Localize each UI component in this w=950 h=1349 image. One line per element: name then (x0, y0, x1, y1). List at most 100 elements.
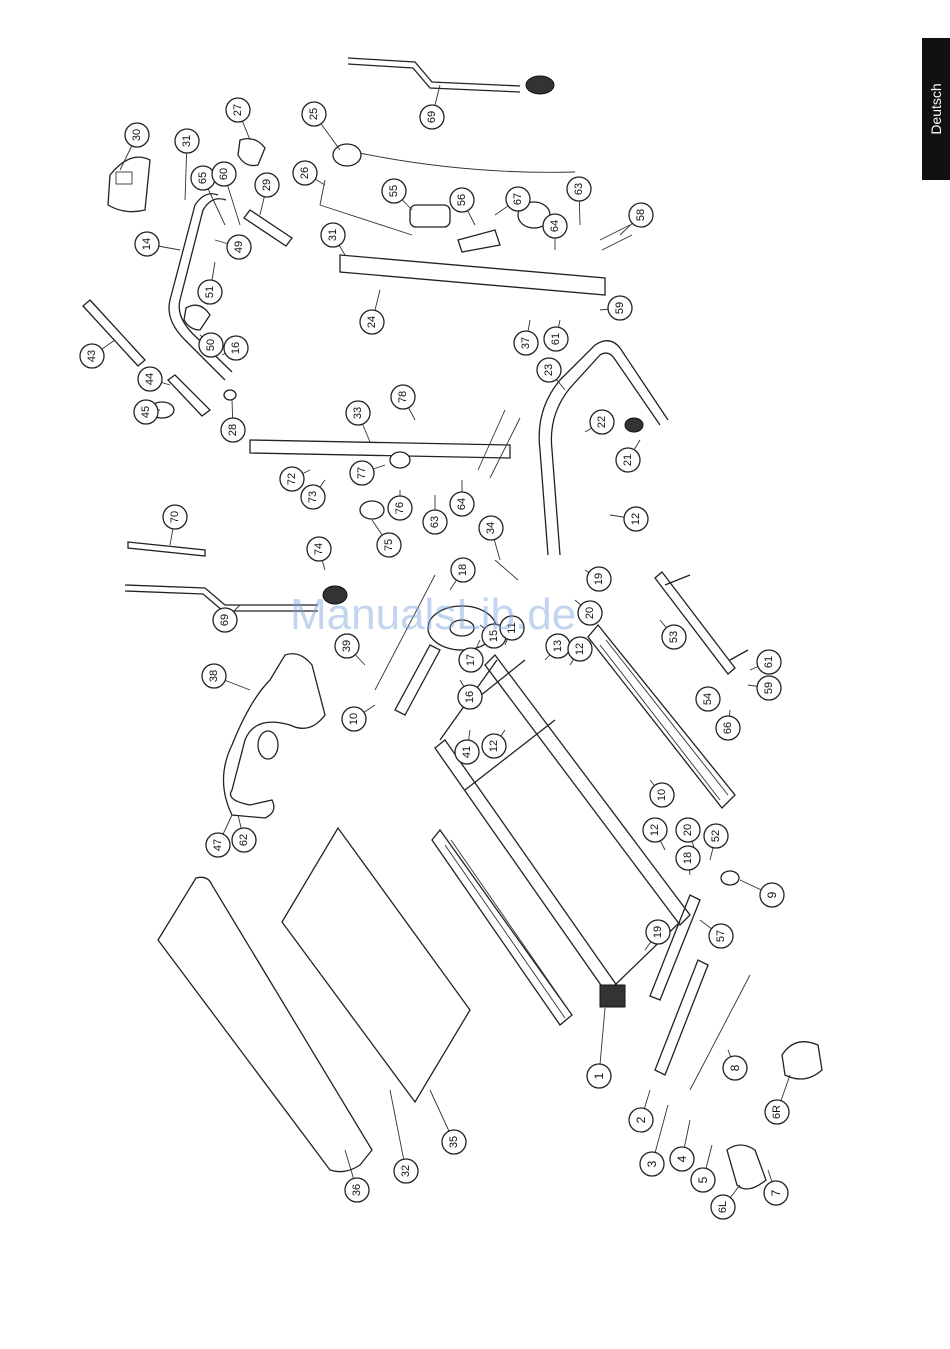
part-middle-crossbar (250, 440, 510, 458)
callout-number: 18 (457, 564, 469, 576)
part-callout: 53 (660, 620, 686, 649)
part-callout: 56 (450, 188, 475, 225)
callout-number: 59 (614, 302, 626, 314)
part-callout: 70 (163, 505, 187, 545)
callout-number: 19 (593, 573, 605, 585)
part-callout: 35 (430, 1090, 466, 1154)
callout-number: 59 (763, 682, 775, 694)
part-callout: 47 (206, 815, 232, 857)
part-callout: 29 (255, 173, 279, 215)
callout-number: 18 (682, 852, 694, 864)
part-callout: 58 (620, 203, 653, 235)
part-callout: 23 (537, 358, 565, 390)
language-tab: Deutsch (922, 38, 950, 180)
part-callout: 28 (221, 400, 245, 442)
part-bottle (410, 205, 450, 227)
callout-number: 72 (286, 473, 298, 485)
part-callout: 9 (740, 880, 784, 907)
callout-number: 75 (383, 539, 395, 551)
part-callout: 13 (545, 634, 570, 660)
part-callout: 18 (450, 558, 475, 590)
part-callout: 60 (212, 162, 240, 225)
callout-number: 25 (308, 108, 320, 120)
callout-number: 38 (208, 670, 220, 682)
part-callout: 69 (213, 605, 240, 632)
part-side-rail-right (588, 625, 735, 808)
part-callout: 33 (346, 401, 370, 442)
callout-number: 55 (388, 185, 400, 197)
callout-number: 50 (205, 339, 217, 351)
part-bar-70 (128, 542, 205, 556)
part-callout: 1 (587, 1008, 611, 1088)
part-callout: 78 (391, 385, 415, 420)
part-callout: 14 (135, 232, 180, 256)
callout-number: 67 (512, 193, 524, 205)
part-side-rail-top (348, 58, 520, 86)
part-callout: 50 (199, 333, 223, 357)
callout-number: 54 (702, 693, 714, 705)
part-callout: 4 (670, 1120, 694, 1171)
callout-number: 77 (356, 467, 368, 479)
part-callout: 63 (423, 495, 447, 534)
callout-number: 33 (352, 407, 364, 419)
callout-number: 10 (656, 789, 668, 801)
callout-number: 29 (261, 179, 273, 191)
part-callout: 37 (514, 320, 538, 355)
callout-number: 22 (596, 416, 608, 428)
part-callout: 76 (388, 490, 412, 520)
callout-number: 27 (232, 104, 244, 116)
callout-number: 31 (327, 229, 339, 241)
part-callout: 22 (585, 410, 614, 434)
callout-number: 21 (622, 454, 634, 466)
callout-number: 20 (584, 607, 596, 619)
part-callout: 10 (650, 780, 674, 807)
callout-number: 19 (652, 926, 664, 938)
callout-number: 41 (461, 746, 473, 758)
part-callout: 8 (723, 1050, 747, 1080)
callout-number: 57 (715, 930, 727, 942)
part-callout: 12 (482, 730, 506, 758)
callout-number: 63 (429, 516, 441, 528)
part-cable (345, 150, 575, 172)
callout-number: 65 (197, 172, 209, 184)
part-callout: 41 (455, 730, 479, 764)
part-callout: 27 (226, 98, 250, 140)
callout-number: 16 (464, 691, 476, 703)
part-callout: 32 (390, 1090, 418, 1183)
part-callout: 43 (80, 340, 115, 368)
callout-number: 64 (549, 220, 561, 232)
part-callout: 20 (676, 818, 700, 850)
callout-number: 1 (592, 1072, 606, 1079)
callout-number: 76 (394, 502, 406, 514)
callout-number: 13 (552, 640, 564, 652)
part-callout: 44 (138, 367, 170, 391)
part-callout: 16 (458, 680, 482, 709)
callout-number: 35 (448, 1136, 460, 1148)
part-callout: 54 (696, 687, 720, 711)
part-callout: 10 (342, 705, 375, 731)
callout-number: 63 (573, 183, 585, 195)
callout-number: 15 (488, 630, 500, 642)
part-callout: 59 (600, 296, 632, 320)
part-callout: 61 (544, 320, 568, 351)
part-callout: 49 (215, 235, 251, 259)
part-callout: 7 (764, 1170, 788, 1205)
callout-number: 32 (400, 1165, 412, 1177)
part-callout: 31 (321, 223, 345, 255)
callout-number: 4 (675, 1155, 689, 1162)
callout-number: 37 (520, 337, 532, 349)
part-callout: 62 (232, 815, 256, 852)
part-callout: 19 (645, 920, 670, 950)
callout-number: 23 (543, 364, 555, 376)
part-callout: 51 (198, 262, 222, 304)
callout-number: 66 (722, 722, 734, 734)
callout-number: 61 (763, 656, 775, 668)
part-callout: 38 (202, 664, 250, 690)
callout-number: 64 (456, 498, 468, 510)
callout-number: 34 (485, 522, 497, 534)
parts-drawing (83, 58, 822, 1189)
callout-number: 14 (141, 238, 153, 250)
part-callout: 24 (360, 290, 384, 334)
part-callout: 74 (307, 537, 331, 570)
